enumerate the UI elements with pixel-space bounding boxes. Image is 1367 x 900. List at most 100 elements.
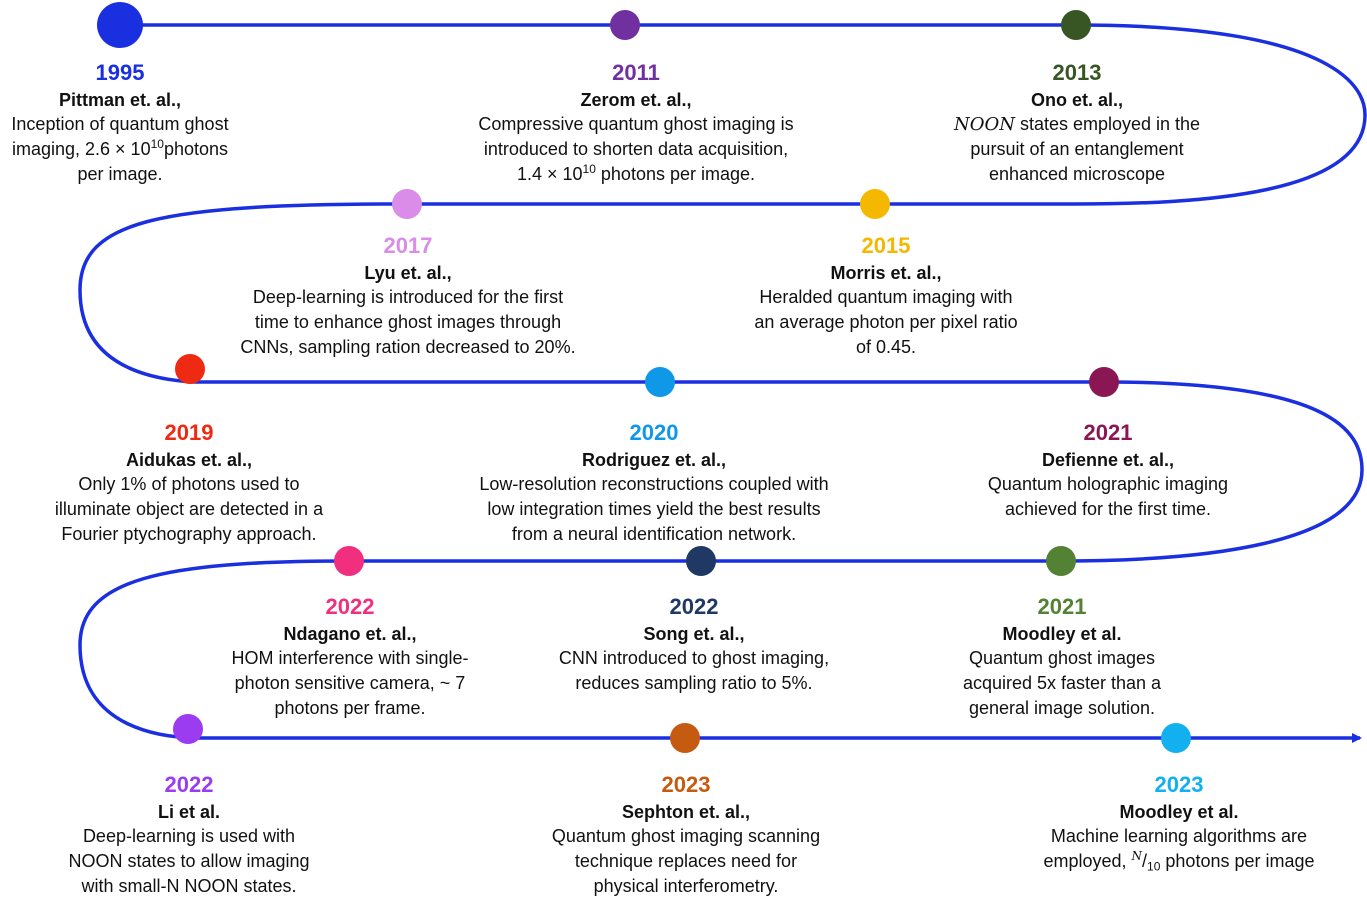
event-author: Defienne et. al., [1041,450,1175,470]
dot-1995 [97,2,143,48]
event-year: 2017 [383,233,433,258]
dot-2023-sephton [670,723,700,753]
dot-2020 [645,367,675,397]
event-description-line: Low-resolution reconstructions coupled w… [479,474,829,494]
event-author: Li et al. [157,802,220,822]
event-description-line: reduces sampling ratio to 5%. [575,673,813,693]
event-description-line: achieved for the first time. [1004,499,1212,519]
event-year: 2021 [1037,594,1087,619]
dot-2021-moodley [1046,546,1076,576]
dot-2019 [175,354,205,384]
event-year: 2021 [1083,420,1133,445]
event-author: Lyu et. al., [364,263,452,283]
event-description: Deep-learning is introduced for the firs… [240,285,575,360]
event-description-line: Only 1% of photons used to [78,474,300,494]
event-author: Sephton et. al., [621,802,751,822]
event-description: Low-resolution reconstructions coupled w… [479,472,828,547]
event-author: Moodley et al. [1119,802,1239,822]
dot-2017 [392,189,422,219]
event-description-line: employed, N/10 photons per image [1043,848,1315,874]
event-description-line: Fourier ptychography approach. [61,524,317,544]
event-description-line: illuminate object are detected in a [54,499,324,519]
event-year: 2019 [164,420,214,445]
event-description-line: photons per frame. [274,698,426,718]
event-description: Only 1% of photons used to illuminate obj… [55,472,323,547]
event-description-line: pursuit of an entanglement [970,139,1184,159]
dot-2023-moodley [1161,723,1191,753]
event-description-line: Machine learning algorithms are [1050,826,1308,846]
dot-2022-ndagano [334,546,364,576]
event-author: Aidukas et. al., [125,450,253,470]
event-author: Ono et. al., [1030,90,1123,110]
event-author: Ndagano et. al., [283,624,417,644]
event-description-line: Deep-learning is introduced for the firs… [252,287,564,307]
event-description-line: time to enhance ghost images through [254,312,562,332]
event-description-line: Compressive quantum ghost imaging is [478,114,794,134]
event-description-line: enhanced microscope [988,164,1166,184]
dot-2022-song [686,546,716,576]
event-description-line: introduced to shorten data acquisition, [483,139,789,159]
event-description-line: photon sensitive camera, ~ 7 [234,673,466,693]
event-description: CNN introduced to ghost imaging, reduces … [559,646,829,696]
dot-2011 [610,10,640,40]
event-author: Rodriguez et. al., [581,450,727,470]
event-author: Pittman et. al., [58,90,182,110]
event-year: 2020 [629,420,679,445]
event-description-line: technique replaces need for [574,851,798,871]
event-description-line: low integration times yield the best res… [487,499,821,519]
event-author: Zerom et. al., [580,90,692,110]
event-description-line: 1.4 × 1010 photons per image. [516,161,756,184]
event-description-line: with small-N NOON states. [81,876,297,896]
event-year: 2011 [612,60,660,85]
event-description-line: from a neural identification network. [511,524,797,544]
event-description-line: CNNs, sampling ration decreased to 20%. [240,337,576,357]
event-author: Moodley et al. [1002,624,1122,644]
event-year: 2022 [325,594,375,619]
event-author: Morris et. al., [830,263,942,283]
event-description: NOON states employed in the pursuit of an… [954,112,1200,187]
event-description-line: Heralded quantum imaging with [759,287,1013,307]
event-year: 2023 [661,772,711,797]
dot-2021-defienne [1089,367,1119,397]
event-year: 2022 [164,772,214,797]
event-description-line: Inception of quantum ghost [11,114,229,134]
event-year: 2022 [669,594,719,619]
event-year: 1995 [95,60,145,85]
event-description-line: HOM interference with single- [231,648,469,668]
dot-2022-li [173,714,203,744]
event-year: 2015 [861,233,911,258]
event-description-line: physical interferometry. [593,876,779,896]
dot-2015 [860,189,890,219]
event-description-line: imaging, 2.6 × 1010photons [11,136,229,159]
event-description: Heralded quantum imaging with an average … [754,285,1017,360]
event-description-line: Quantum holographic imaging [987,474,1229,494]
dot-2013 [1061,10,1091,40]
event-year: 2013 [1052,60,1102,85]
event-description-line: NOON states to allow imaging [68,851,310,871]
event-description-line: CNN introduced to ghost imaging, [558,648,830,668]
event-description-line: of 0.45. [855,337,917,357]
event-description-line: Quantum ghost images [968,648,1156,668]
event-description-line: NOON states employed in the [953,114,1201,135]
event-description: Compressive quantum ghost imaging is intr… [478,112,793,187]
event-year: 2023 [1154,772,1204,797]
event-description-line: an average photon per pixel ratio [754,312,1018,332]
